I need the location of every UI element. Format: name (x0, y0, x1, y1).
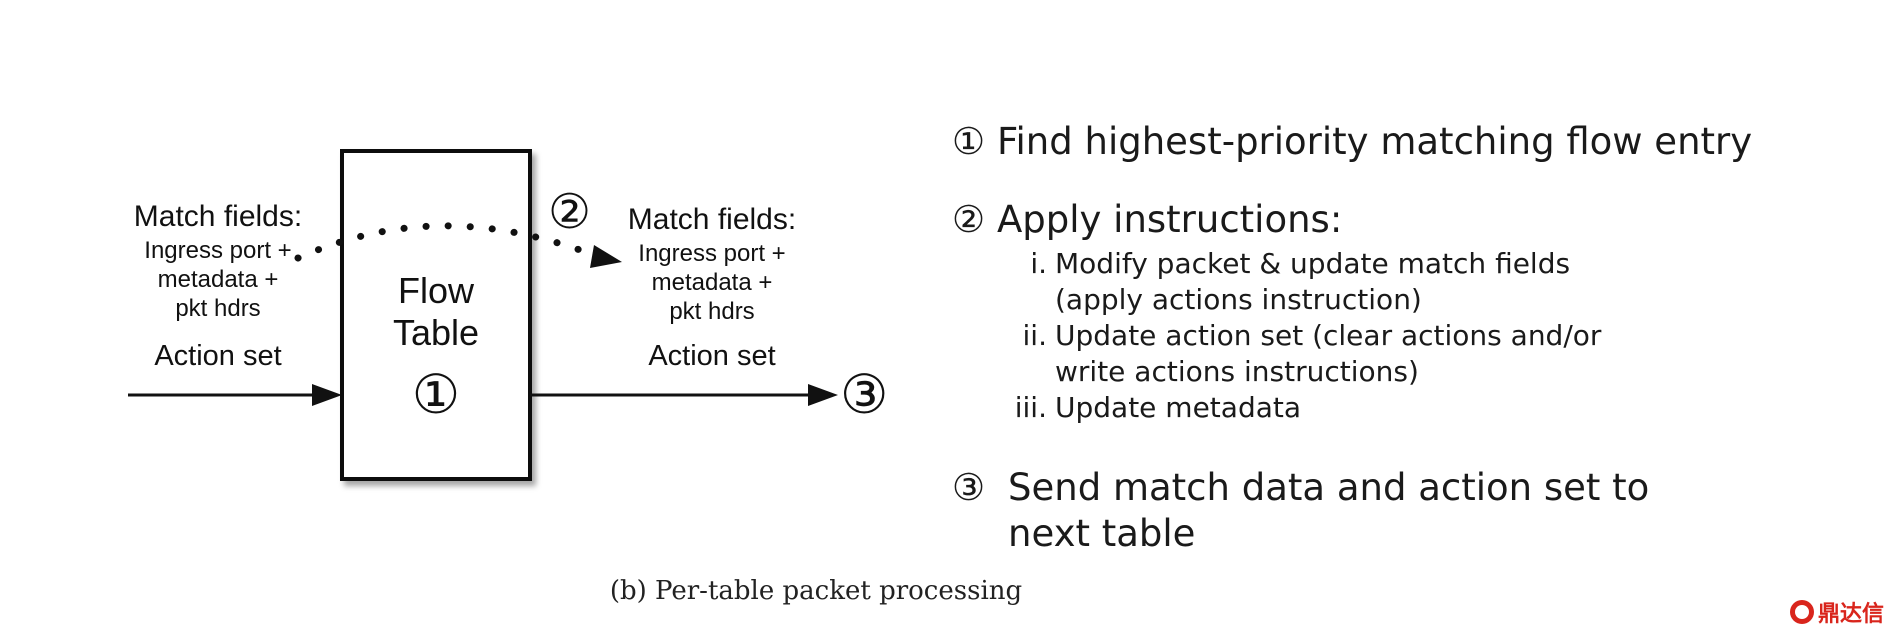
step-3-marker: ③ (952, 466, 986, 509)
flow-table-marker: ① (411, 363, 461, 426)
end-marker: ③ (840, 363, 889, 426)
step-3-line: Send match data and action set to (1008, 466, 1650, 509)
subitem-line: Update metadata (1055, 391, 1302, 424)
subitem-line: Modify packet & update match fields (1055, 247, 1571, 280)
flow-table-line1: Flow (397, 270, 474, 311)
flow-table-line2: Table (392, 312, 480, 353)
step-2: ② Apply instructions: (952, 198, 1342, 241)
step-2-subitem: iii. Update metadata (1005, 390, 1301, 426)
output-match-line: pkt hdrs (669, 298, 755, 325)
dotted-arc (294, 222, 584, 262)
output-action-set: Action set (648, 340, 776, 372)
subitem-line: (apply actions instruction) (1055, 283, 1422, 316)
output-match-fields: Ingress port + metadata + pkt hdrs (612, 239, 812, 326)
input-match-fields: Ingress port + metadata + pkt hdrs (118, 236, 318, 323)
output-match-line: metadata + (651, 269, 773, 296)
dotted-arc-arrowhead (590, 245, 622, 268)
flow-table-label: Flow Table (342, 270, 530, 354)
subitem-number: ii. (1022, 319, 1047, 352)
input-match-line: pkt hdrs (175, 295, 261, 322)
subitem-line: write actions instructions) (1055, 355, 1419, 388)
step-2-subitem: i. Modify packet & update match fields (… (1005, 246, 1570, 318)
logo-badge-icon (1790, 600, 1814, 624)
watermark-text: 鼎达信 (1818, 602, 1885, 627)
arc-marker: ② (548, 184, 592, 240)
figure-caption: (b) Per-table packet processing (609, 576, 1023, 606)
input-arrowhead (312, 384, 342, 406)
step-2-text: Apply instructions: (996, 198, 1343, 241)
output-match-title: Match fields: (627, 203, 797, 236)
output-match-line: Ingress port + (638, 240, 786, 267)
input-action-set: Action set (154, 340, 282, 372)
subitem-line: Update action set (clear actions and/or (1055, 319, 1602, 352)
step-1-text: Find highest-priority matching flow entr… (996, 120, 1753, 163)
subitem-number: i. (1030, 247, 1047, 280)
step-3: ③ Send match data and action set to next… (952, 465, 1649, 557)
step-1: ① Find highest-priority matching flow en… (952, 120, 1752, 163)
output-arrowhead (808, 384, 838, 406)
subitem-number: iii. (1014, 391, 1047, 424)
input-match-title: Match fields: (133, 200, 303, 233)
input-match-line: metadata + (157, 266, 279, 293)
input-match-line: Ingress port + (144, 237, 292, 264)
watermark-logo: 鼎达信 (1790, 596, 1884, 628)
step-3-line: next table (1008, 512, 1196, 555)
step-2-marker: ② (952, 198, 986, 241)
step-2-subitem: ii. Update action set (clear actions and… (1005, 318, 1602, 390)
step-1-marker: ① (952, 120, 986, 163)
flow-table-box (340, 149, 532, 481)
